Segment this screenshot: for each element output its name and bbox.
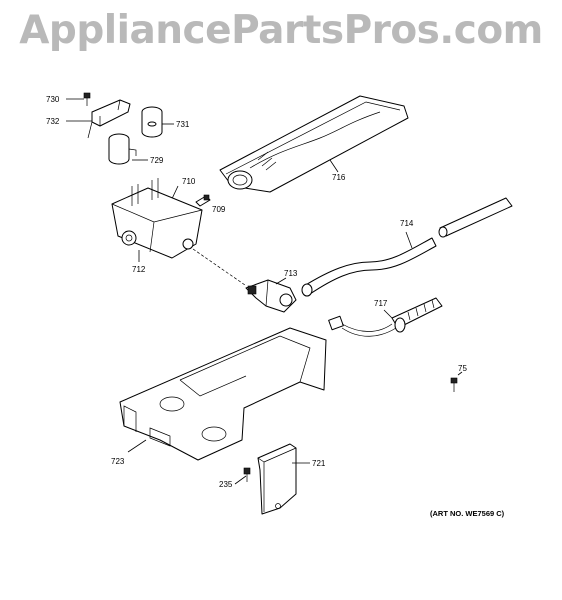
part-714-hose[interactable]	[301, 197, 513, 297]
part-723-mounting-plate[interactable]	[119, 327, 327, 461]
part-235-screw[interactable]	[234, 467, 251, 485]
part-713-elbow-fitting[interactable]	[245, 277, 297, 313]
label-713: 713	[284, 269, 298, 278]
watermark-logo: AppliancePartsPros.com	[19, 8, 543, 53]
part-721-bracket[interactable]	[257, 443, 310, 515]
label-710: 710	[182, 177, 196, 186]
part-716-fill-tube[interactable]	[219, 95, 409, 193]
label-732: 732	[46, 117, 60, 126]
part-75-screw[interactable]	[450, 371, 463, 392]
label-731: 731	[176, 120, 190, 129]
part-709-screw[interactable]	[195, 194, 211, 207]
label-723: 723	[111, 457, 125, 466]
part-717-heater-assembly[interactable]	[328, 297, 443, 337]
label-730: 730	[46, 95, 60, 104]
art-number: (ART NO. WE7569 C)	[430, 509, 505, 518]
label-729: 729	[150, 156, 164, 165]
part-712-water-valve[interactable]	[111, 178, 246, 286]
part-732-bracket[interactable]	[66, 99, 131, 139]
part-731-coil[interactable]	[141, 106, 174, 138]
part-729-coil[interactable]	[108, 133, 148, 165]
part-730-screw[interactable]	[66, 92, 91, 106]
label-75: 75	[458, 364, 467, 373]
label-709: 709	[212, 205, 226, 214]
label-714: 714	[400, 219, 414, 228]
label-717: 717	[374, 299, 388, 308]
label-716: 716	[332, 173, 346, 182]
label-235: 235	[219, 480, 233, 489]
label-721: 721	[312, 459, 326, 468]
label-712: 712	[132, 265, 146, 274]
